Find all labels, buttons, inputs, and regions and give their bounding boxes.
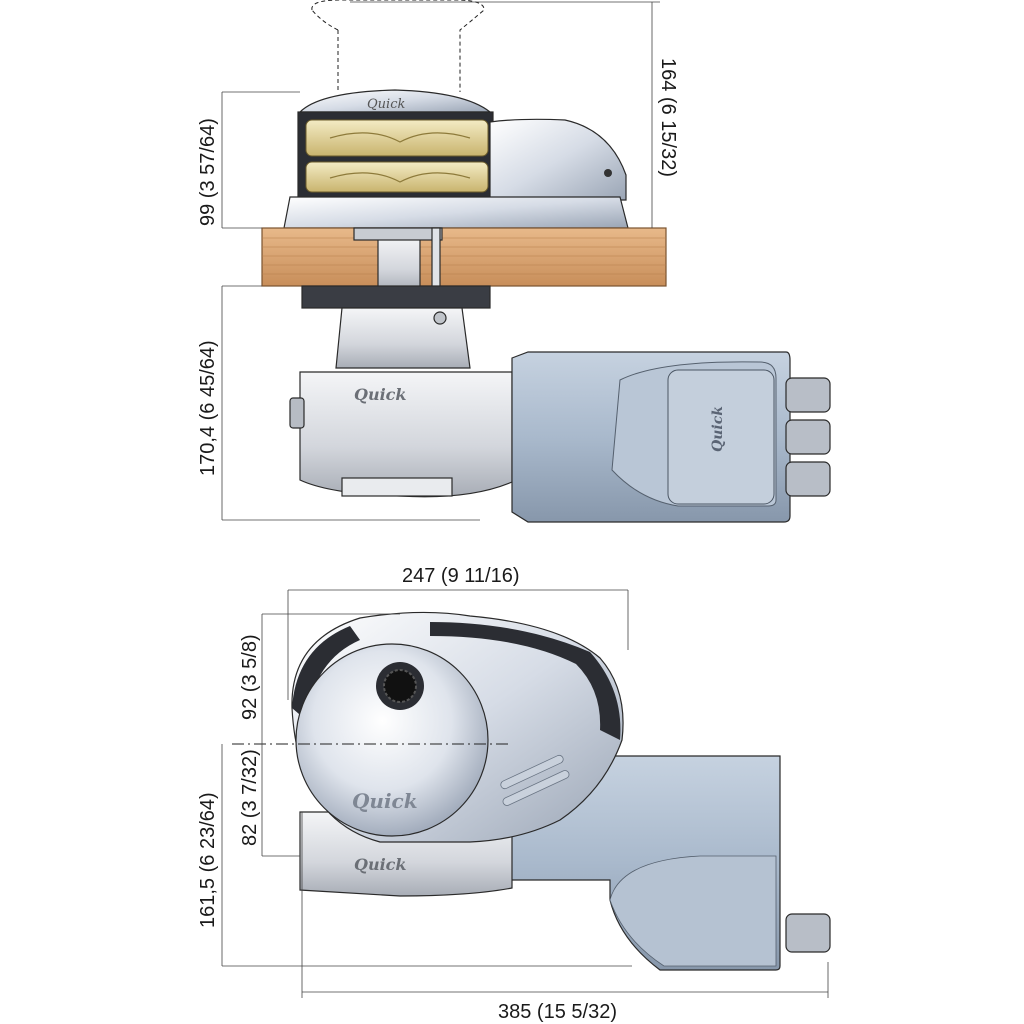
dim-total-length: 385 (15 5/32)	[498, 1001, 617, 1023]
dim-below-deck: 170,4 (6 45/64)	[197, 340, 219, 476]
plan-cable-gland	[785, 913, 831, 953]
dimension-lines-plan	[221, 589, 829, 998]
wood-grain	[262, 237, 666, 275]
dim-deck-height: 99 (3 57/64)	[197, 118, 219, 226]
base-plate	[283, 196, 629, 229]
clearance-outline	[311, 0, 485, 92]
dim-top-clearance: 164 (6 15/32)	[657, 58, 679, 177]
brand-logo-gearbox: Quick	[354, 385, 406, 404]
gearbox-neck	[335, 307, 471, 369]
drive-shaft	[377, 235, 421, 293]
brand-logo-top: Quick	[367, 97, 405, 112]
chain-cover	[489, 118, 627, 201]
gypsy-lower	[305, 161, 489, 193]
windlass-dome	[298, 89, 492, 113]
dim-rear-depth: 82 (3 7/32)	[239, 749, 261, 846]
gypsy-upper	[305, 119, 489, 157]
dim-total-depth: 161,5 (6 23/64)	[197, 792, 219, 928]
plan-drum	[295, 643, 489, 837]
brand-logo-plan-gearbox: Quick	[354, 855, 406, 874]
dim-width-top: 247 (9 11/16)	[402, 565, 520, 587]
side-elevation: Quick Quick	[261, 0, 831, 523]
brand-logo-drum: Quick	[352, 789, 418, 813]
under-deck-flange	[301, 285, 491, 309]
plan-view: Quick Quick	[232, 611, 831, 971]
dimension-lines-top	[221, 2, 653, 521]
brand-logo-motor: Quick	[710, 406, 726, 452]
cable-glands	[785, 377, 831, 497]
deck-board	[261, 227, 667, 287]
dim-front-radius: 92 (3 5/8)	[239, 634, 261, 720]
vent-slots	[500, 754, 570, 806]
